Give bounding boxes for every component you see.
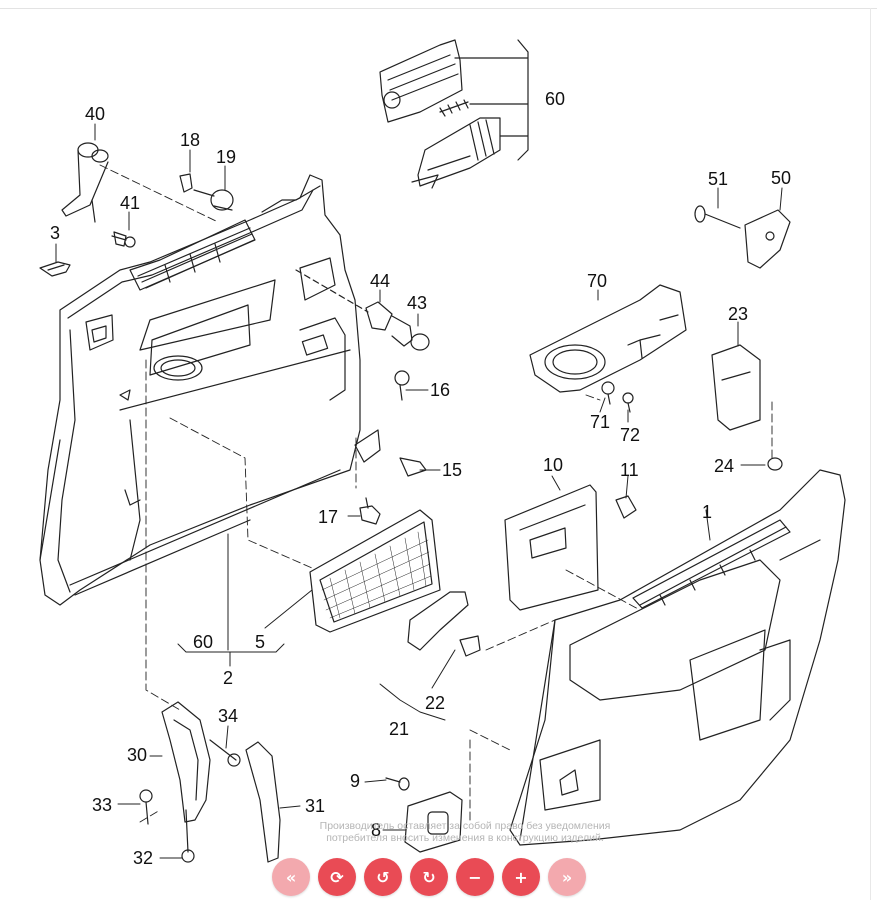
callout-50[interactable]: 50 <box>771 168 792 188</box>
part-40-bracket <box>61 142 109 223</box>
callout-72[interactable]: 72 <box>620 425 641 445</box>
part-60-trim-covers <box>379 39 501 189</box>
callout-5[interactable]: 5 <box>255 632 266 652</box>
callout-18[interactable]: 18 <box>180 130 201 150</box>
callout-22[interactable]: 22 <box>425 693 446 713</box>
bracket-60 <box>454 39 529 161</box>
disclaimer-watermark: Производитель оставляет за собой право б… <box>300 820 630 844</box>
callout-43[interactable]: 43 <box>407 293 428 313</box>
last-page-button[interactable]: » <box>548 858 586 896</box>
part-70-cupholder <box>529 284 687 393</box>
rotate-right-button[interactable]: ↻ <box>410 858 448 896</box>
part-21-22-handle <box>407 591 481 657</box>
callout-9[interactable]: 9 <box>350 771 361 791</box>
callout-2[interactable]: 2 <box>223 668 234 688</box>
top-border <box>0 8 877 9</box>
callout-17[interactable]: 17 <box>318 507 339 527</box>
rotate-left-icon: ↺ <box>376 867 390 887</box>
double-chevron-left-icon: « <box>285 867 297 887</box>
callout-32[interactable]: 32 <box>133 848 154 868</box>
callout-23[interactable]: 23 <box>728 304 749 324</box>
callout-31[interactable]: 31 <box>305 796 326 816</box>
part-16-screw <box>394 370 410 401</box>
part-11-clip <box>615 495 637 519</box>
refresh-button[interactable]: ⟳ <box>318 858 356 896</box>
callout-16[interactable]: 16 <box>430 380 451 400</box>
left-trim-panel <box>39 174 361 606</box>
leader-lines <box>55 123 783 859</box>
dashed-guides <box>99 164 773 823</box>
part-8-9-buckle <box>385 777 463 853</box>
double-chevron-right-icon: » <box>561 867 573 887</box>
callout-41[interactable]: 41 <box>120 193 141 213</box>
callout-11[interactable]: 11 <box>620 460 639 480</box>
callout-1[interactable]: 1 <box>702 502 713 522</box>
part-17-plug <box>359 497 381 525</box>
callout-8[interactable]: 8 <box>371 820 382 840</box>
part-10-cover <box>504 484 599 611</box>
callout-24[interactable]: 24 <box>714 456 735 476</box>
callout-34[interactable]: 34 <box>218 706 239 726</box>
callout-40[interactable]: 40 <box>85 104 106 124</box>
callout-71[interactable]: 71 <box>590 412 611 432</box>
zoom-out-button[interactable]: − <box>456 858 494 896</box>
viewer-toolbar: « ⟳ ↺ ↻ − + » <box>272 858 586 898</box>
callout-70[interactable]: 70 <box>587 271 608 291</box>
part-50-51-hook <box>694 205 791 269</box>
disclaimer-line-1: Производитель оставляет за собой право б… <box>319 820 611 832</box>
zoom-in-button[interactable]: + <box>502 858 540 896</box>
part-30-bracket <box>161 701 241 863</box>
part-5-net-pocket <box>309 509 441 633</box>
callout-15[interactable]: 15 <box>442 460 463 480</box>
callout-44[interactable]: 44 <box>370 271 391 291</box>
rotate-right-icon: ↻ <box>422 867 436 887</box>
minus-icon: − <box>468 867 482 887</box>
callout-60-top[interactable]: 60 <box>545 89 566 109</box>
disclaimer-line-2: потребителя вносить изменения в конструк… <box>326 832 604 844</box>
callout-51[interactable]: 51 <box>708 169 729 189</box>
callout-19[interactable]: 19 <box>216 147 237 167</box>
part-3-clip <box>39 261 71 277</box>
callout-10[interactable]: 10 <box>543 455 564 475</box>
plus-icon: + <box>514 867 528 887</box>
part-15-clip <box>354 429 427 477</box>
callout-21[interactable]: 21 <box>389 719 410 739</box>
part-71-72-fasteners <box>601 381 634 413</box>
callout-30[interactable]: 30 <box>127 745 148 765</box>
part-18-19-fasteners <box>179 173 234 211</box>
callout-3[interactable]: 3 <box>50 223 61 243</box>
callout-60-bottom[interactable]: 60 <box>193 632 214 652</box>
refresh-icon: ⟳ <box>330 867 344 887</box>
right-trim-panel <box>509 469 846 846</box>
part-41-screw <box>111 231 136 248</box>
part-43-44-lamp <box>295 269 430 351</box>
rotate-left-button[interactable]: ↺ <box>364 858 402 896</box>
first-page-button[interactable]: « <box>272 858 310 896</box>
part-24-plug <box>767 457 783 471</box>
part-33-screw <box>139 789 153 825</box>
right-border <box>870 8 871 900</box>
callout-33[interactable]: 33 <box>92 795 113 815</box>
part-23-bracket <box>711 344 761 431</box>
part-31-strip <box>245 741 281 863</box>
